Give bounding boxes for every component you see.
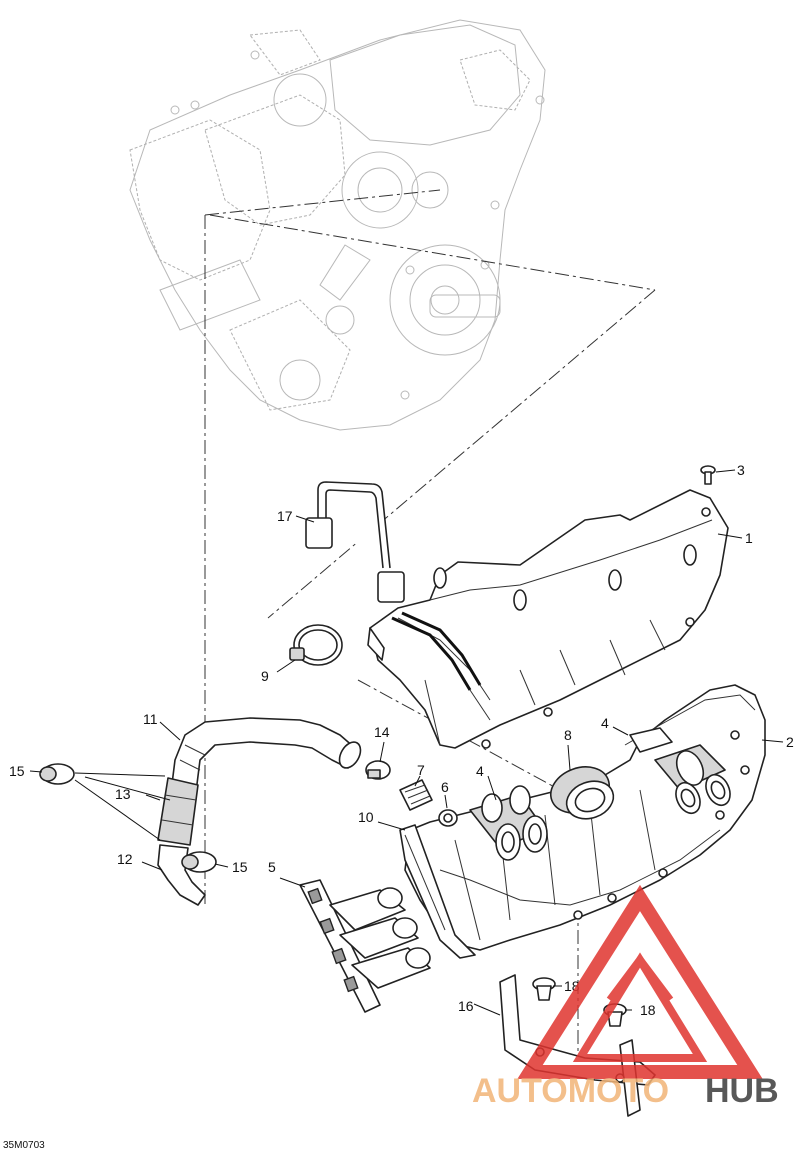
alignment-lines: [204, 189, 656, 1075]
callout-15-left: 15: [9, 763, 25, 779]
automotohub-watermark: AUTOMOTO HUB: [472, 884, 779, 1110]
callout-17: 17: [277, 508, 293, 524]
callout-12: 12: [117, 851, 133, 867]
clamp-small-part: [365, 760, 391, 780]
callout-15-right: 15: [232, 859, 248, 875]
callout-4-lower: 4: [476, 763, 484, 779]
clamp-large-part: [289, 624, 343, 666]
coupler-boot-part: [550, 766, 615, 820]
callout-4-upper: 4: [601, 715, 609, 731]
watermark-text-light: AUTOMOTO: [472, 1072, 669, 1110]
callout-13: 13: [115, 786, 131, 802]
callout-14: 14: [374, 724, 390, 740]
callout-5: 5: [268, 859, 276, 875]
air-box-cover-part: [367, 489, 729, 749]
callout-8: 8: [564, 727, 572, 743]
callout-2: 2: [786, 734, 794, 750]
figure-code: 35M0703: [3, 1140, 45, 1151]
strap-part: [305, 481, 405, 603]
callout-7: 7: [417, 762, 425, 778]
callout-9: 9: [261, 668, 269, 684]
callout-6: 6: [441, 779, 449, 795]
breather-hose-part: [169, 717, 362, 801]
callout-1: 1: [745, 530, 753, 546]
engine-ghost-illustration: [129, 19, 546, 431]
outlet-flange-part: [399, 824, 476, 959]
callout-3: 3: [737, 462, 745, 478]
leader-lines: [29, 469, 784, 1016]
small-fittings-parts: [399, 779, 458, 827]
filter-element-part: [299, 879, 431, 1013]
screw-part: [700, 465, 716, 485]
callout-16: 16: [458, 998, 474, 1014]
callout-11: 11: [143, 711, 158, 727]
watermark-logo-icon: [517, 884, 763, 1079]
callout-labels: 3 1 2 4 4 5 6 7 8 9 10 11 12 13 14 15 15…: [9, 462, 794, 1018]
callout-10: 10: [358, 809, 374, 825]
hose-clamps-parts: [39, 763, 217, 873]
watermark-text-dark: HUB: [705, 1072, 779, 1110]
inline-connector-part: [157, 777, 199, 846]
callout-18-right: 18: [640, 1002, 656, 1018]
